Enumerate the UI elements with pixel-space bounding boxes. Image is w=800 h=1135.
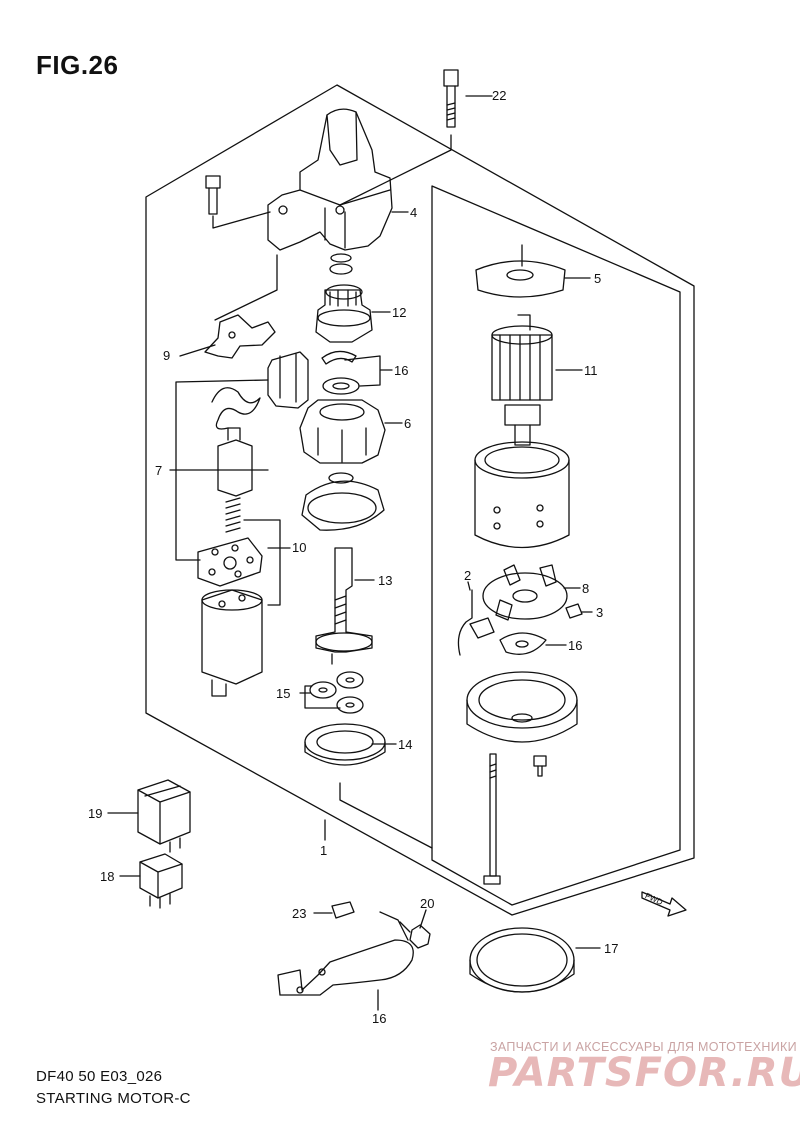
callout-14: 14 bbox=[398, 737, 412, 752]
callout-23: 23 bbox=[292, 906, 306, 921]
callout-7: 7 bbox=[155, 463, 162, 478]
callout-5: 5 bbox=[594, 271, 601, 286]
yoke-icon bbox=[474, 441, 570, 549]
bracket-17-icon bbox=[277, 911, 414, 996]
bolt-22-icon bbox=[443, 69, 459, 128]
callout-2: 2 bbox=[464, 568, 471, 583]
armature-11-icon bbox=[491, 314, 553, 446]
bolt-small-icon bbox=[205, 175, 221, 215]
rear-group-boundary bbox=[431, 185, 681, 906]
fwd-arrow-icon bbox=[641, 891, 687, 917]
shaft-13-icon bbox=[315, 547, 373, 653]
callout-22: 22 bbox=[492, 88, 506, 103]
end-cover-icon bbox=[466, 671, 578, 743]
callout-8: 8 bbox=[582, 581, 589, 596]
internal-gear-14-icon bbox=[304, 723, 386, 766]
callout-16-rear: 16 bbox=[568, 638, 582, 653]
callout-17: 16 bbox=[372, 1011, 386, 1026]
callout-12: 12 bbox=[392, 305, 406, 320]
planet-gears-15-icon bbox=[309, 671, 364, 714]
relay-20-icon bbox=[137, 779, 191, 853]
figure-title: FIG.26 bbox=[36, 50, 119, 80]
cover-6-icon bbox=[299, 399, 386, 464]
callout-3: 3 bbox=[596, 605, 603, 620]
callout-4: 4 bbox=[410, 205, 417, 220]
callout-10: 10 bbox=[292, 540, 306, 555]
assembly-boundary bbox=[145, 84, 695, 916]
front-housing-4-icon bbox=[267, 108, 393, 251]
watermark-brand: PARTSFOR.RU bbox=[488, 1050, 800, 1096]
callout-21: 20 bbox=[420, 896, 434, 911]
solenoid-body-icon bbox=[201, 589, 263, 697]
figure-code: DF40 50 E03_026 bbox=[36, 1068, 163, 1085]
callout-19: 18 bbox=[100, 869, 114, 884]
callout-20: 19 bbox=[88, 806, 102, 821]
callout-9: 9 bbox=[163, 348, 170, 363]
band-18-icon bbox=[469, 927, 575, 993]
callout-15: 15 bbox=[276, 686, 290, 701]
callout-11: 11 bbox=[584, 363, 598, 378]
relay-19-icon bbox=[139, 853, 183, 909]
callout-13: 13 bbox=[378, 573, 392, 588]
brush-holder-8-icon bbox=[482, 564, 568, 621]
callout-6: 6 bbox=[404, 416, 411, 431]
callout-16-front: 16 bbox=[394, 363, 408, 378]
fwd-label: FWD bbox=[644, 891, 665, 907]
callout-18: 17 bbox=[604, 941, 618, 956]
callout-1: 1 bbox=[320, 843, 327, 858]
shift-lever-9-icon bbox=[204, 314, 276, 359]
figure-name: STARTING MOTOR-C bbox=[36, 1090, 191, 1107]
pinion-12-icon bbox=[315, 284, 373, 343]
shim-5-icon bbox=[475, 260, 566, 298]
watermark-tagline: ЗАПЧАСТИ И АКСЕССУАРЫ ДЛЯ МОТОТЕХНИКИ bbox=[490, 1040, 797, 1054]
